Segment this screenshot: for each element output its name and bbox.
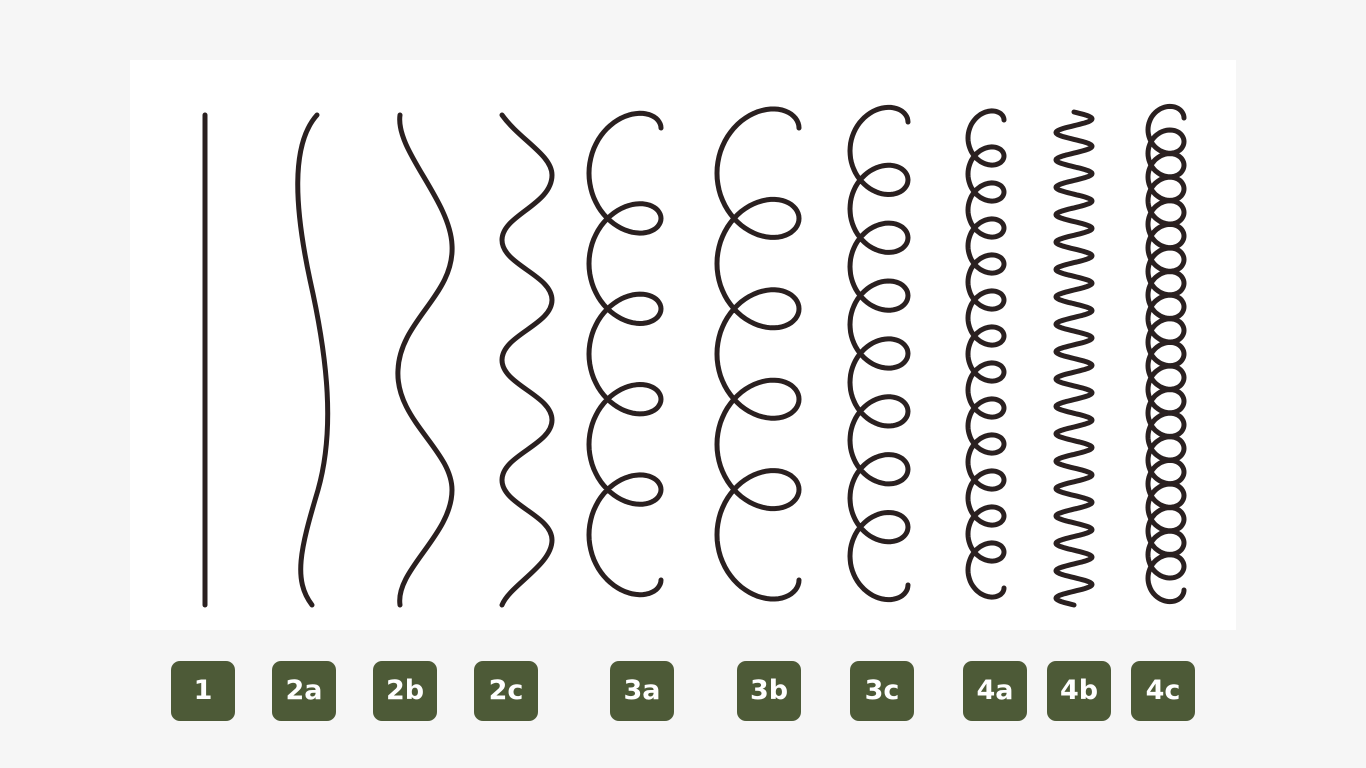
label-2c: 2c	[474, 661, 538, 721]
strand-4a	[965, 108, 1007, 600]
strand-3b	[714, 106, 802, 602]
hair-strands	[202, 103, 1187, 608]
label-3a: 3a	[610, 661, 674, 721]
label-2b: 2b	[373, 661, 437, 721]
label-2a: 2a	[272, 661, 336, 721]
label-1: 1	[171, 661, 235, 721]
strand-2a	[295, 112, 331, 608]
label-4c: 4c	[1131, 661, 1195, 721]
strand-2c	[499, 112, 555, 608]
hair-type-chart	[130, 60, 1236, 630]
strand-2b	[395, 112, 455, 608]
label-4b: 4b	[1047, 661, 1111, 721]
label-4a: 4a	[963, 661, 1027, 721]
strand-3a	[586, 110, 664, 598]
strand-4c	[1145, 103, 1187, 605]
strand-3c	[847, 104, 911, 603]
strand-4b	[1053, 109, 1095, 608]
label-3b: 3b	[737, 661, 801, 721]
label-3c: 3c	[850, 661, 914, 721]
